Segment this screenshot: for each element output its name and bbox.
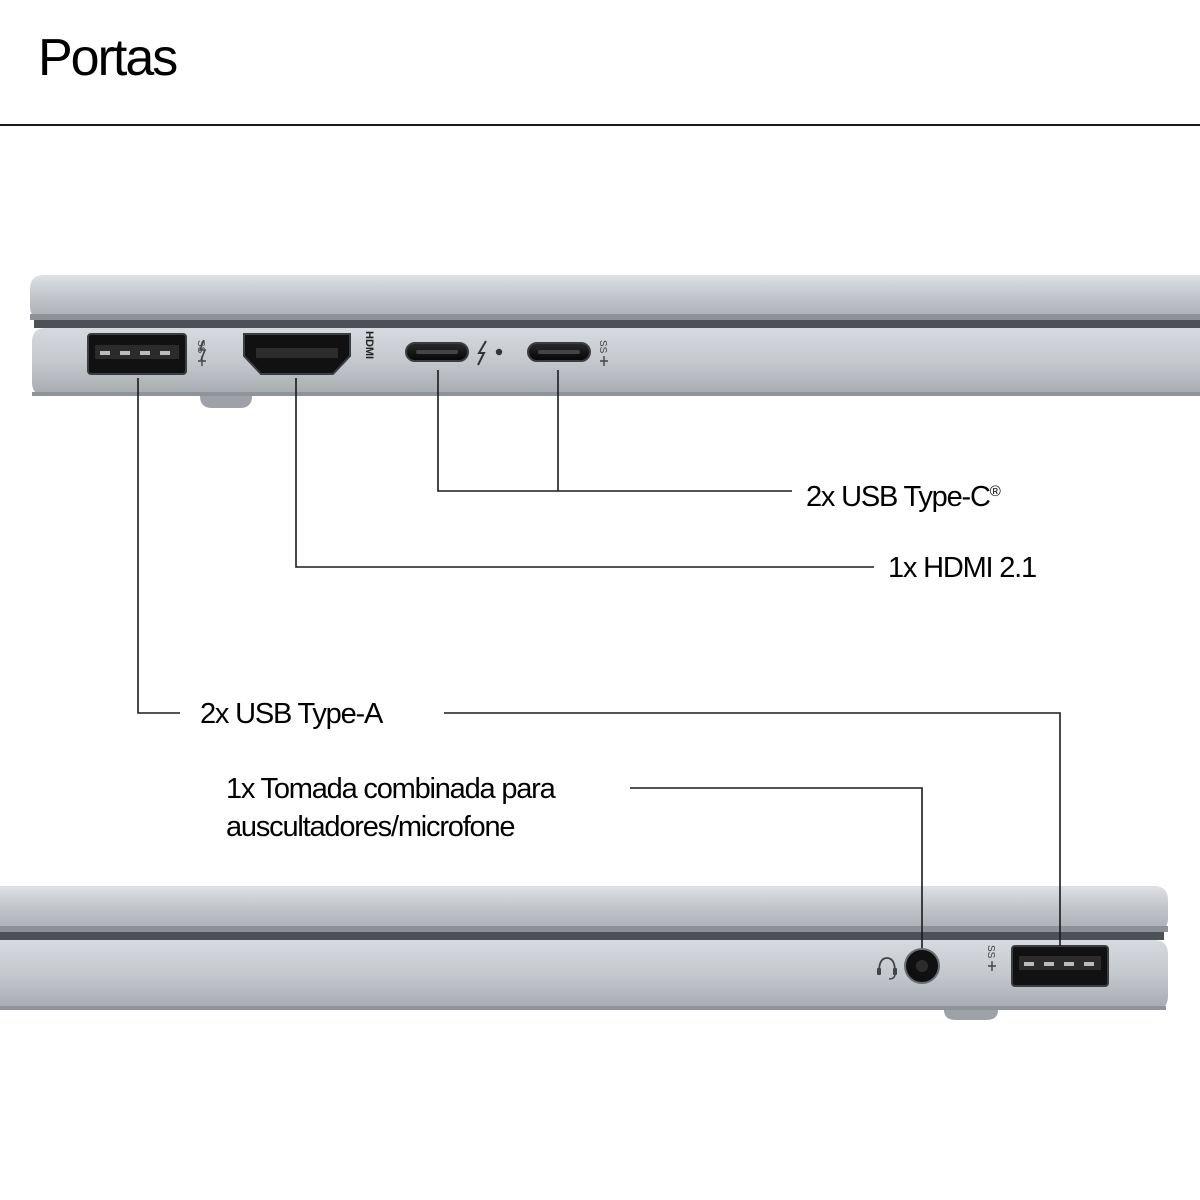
- page-title: Portas: [38, 29, 178, 87]
- base-right-side: [0, 940, 1168, 1010]
- leader-usb-a-left: [137, 378, 180, 714]
- lid-right-side: [0, 886, 1168, 932]
- power-delivery-icon: SS: [597, 340, 608, 366]
- laptop-left-side: SS HDMI SS: [30, 275, 1200, 408]
- hinge-gap-right: [0, 932, 1164, 940]
- headset-icon: [877, 957, 897, 980]
- label-usb-type-a: 2x USB Type-A: [200, 698, 383, 730]
- leader-combo-jack: [630, 787, 923, 948]
- usb-type-a-port-left: [87, 333, 187, 375]
- rubber-foot-right: [944, 1010, 998, 1020]
- rubber-foot: [200, 396, 252, 408]
- laptop-right-side: SS: [0, 886, 1168, 1020]
- svg-text:SS: SS: [985, 945, 996, 959]
- status-led: [495, 348, 503, 356]
- hdmi-port: [243, 333, 351, 375]
- charging-bolt-icon: [198, 339, 207, 361]
- leader-usb-a-right: [444, 712, 1061, 946]
- hdmi-logo: HDMI: [363, 331, 375, 359]
- svg-text:SS: SS: [597, 340, 608, 354]
- usb-type-a-port-right: [1011, 945, 1109, 987]
- thunderbolt-icon: [477, 340, 487, 366]
- usb-superspeed-icon: SS: [985, 945, 996, 971]
- leader-usb-c-1: [437, 370, 792, 492]
- title-divider: [0, 124, 1200, 126]
- label-combo-jack: 1x Tomada combinada para auscultadores/m…: [226, 773, 556, 843]
- label-usb-type-c: 2x USB Type-C®: [806, 481, 1001, 513]
- label-hdmi: 1x HDMI 2.1: [888, 552, 1037, 584]
- base-left-side: [32, 328, 1200, 396]
- leader-hdmi: [295, 378, 874, 568]
- hinge-gap: [34, 320, 1200, 328]
- lid-left-side: [30, 275, 1200, 320]
